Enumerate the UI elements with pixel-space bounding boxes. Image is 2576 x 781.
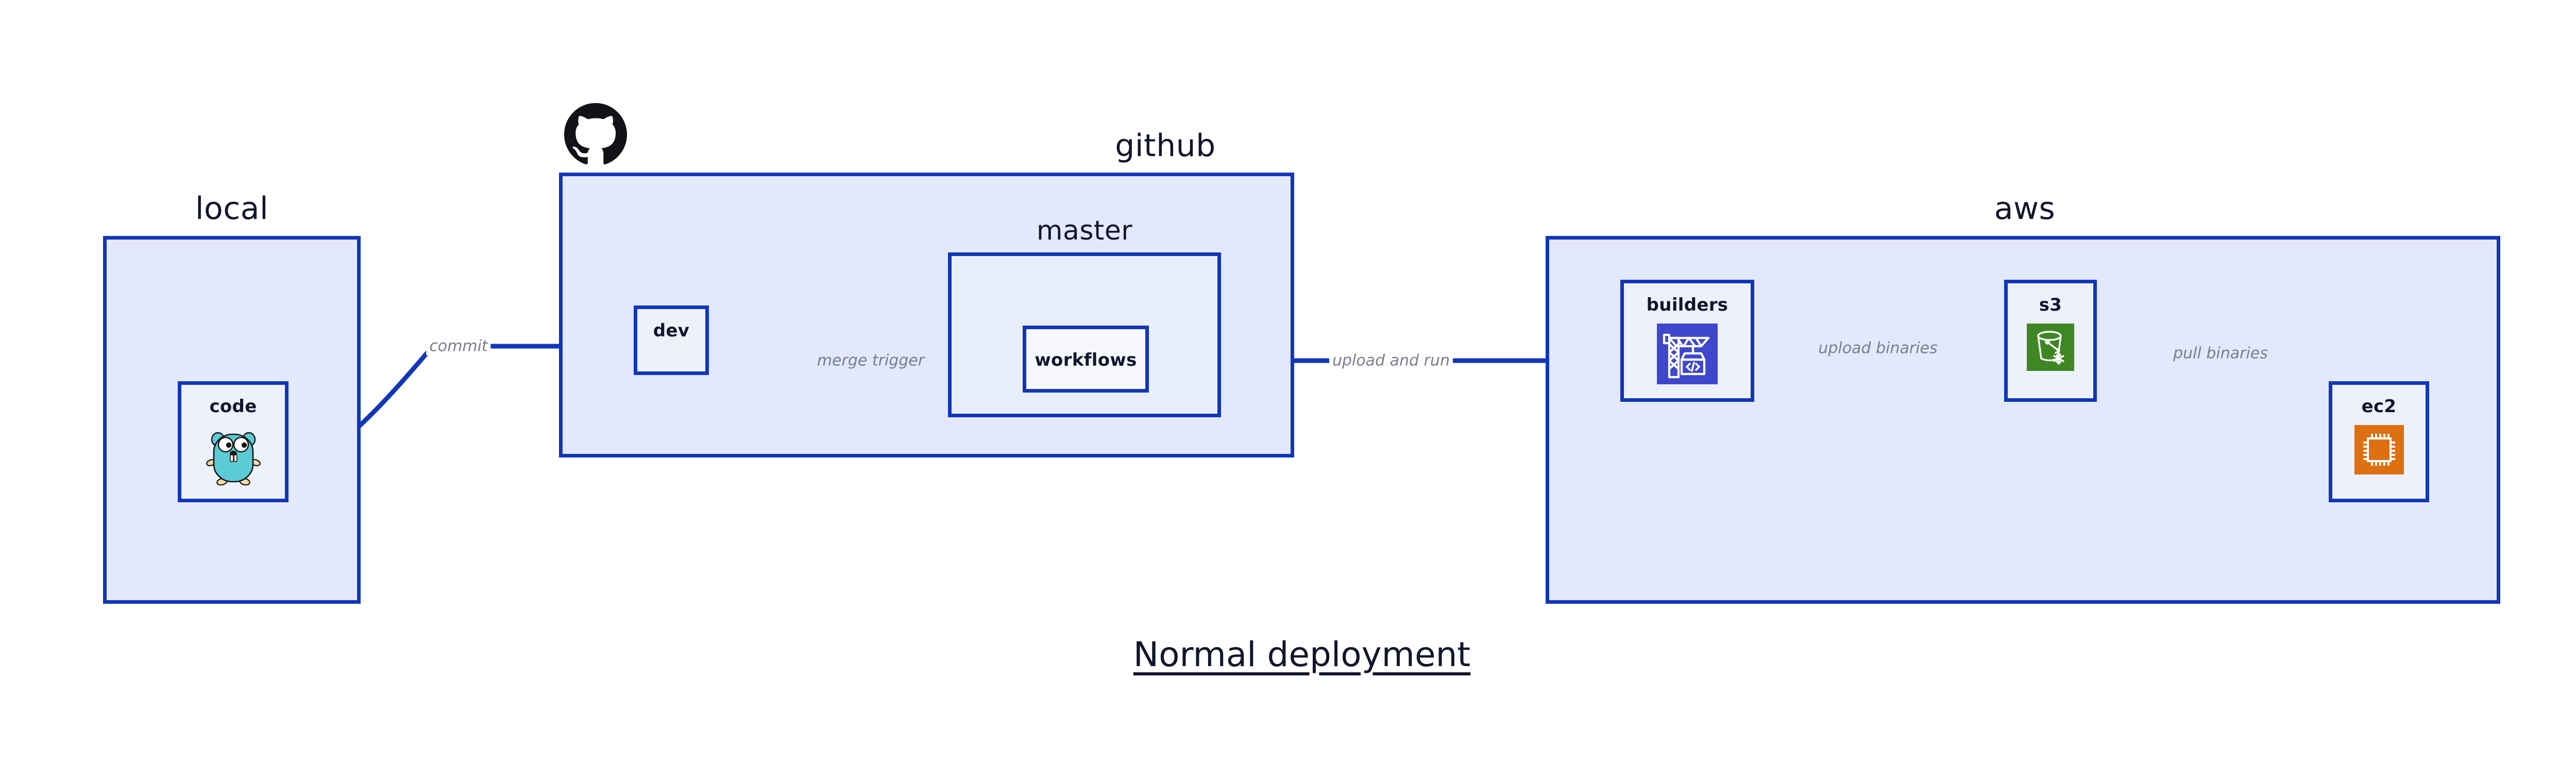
node-label-builders: builders [1646,295,1728,315]
edge-label-merge-trigger: merge trigger [814,351,928,370]
edge-label-pull-binaries: pull binaries [2170,344,2271,363]
node-workflows[interactable]: workflows [1023,326,1149,393]
github-octocat-icon [564,103,627,168]
node-label-s3: s3 [2039,295,2062,315]
edge-label-commit: commit [426,337,491,355]
node-builders[interactable]: builders [1620,280,1754,402]
node-label-dev: dev [653,320,690,341]
aws-ec2-icon [2354,425,2404,474]
edge-label-upload-binaries: upload binaries [1815,339,1941,358]
zone-label-github: github [1115,128,1216,164]
aws-codebuild-icon [1657,324,1718,384]
go-gopher-icon [206,425,261,486]
diagram-title: Normal deployment [1133,635,1471,674]
zone-label-aws: aws [1994,191,2056,227]
subzone-label-master: master [1036,215,1133,246]
node-code[interactable]: code [178,381,289,502]
aws-s3-icon [2027,324,2074,371]
node-label-workflows: workflows [1035,350,1137,370]
node-ec2[interactable]: ec2 [2329,381,2429,502]
node-dev[interactable]: dev [634,305,709,375]
edge-label-upload-and-run: upload and run [1329,351,1453,370]
zone-label-local: local [195,191,269,227]
node-s3[interactable]: s3 [2004,280,2097,402]
node-label-code: code [209,396,257,417]
node-label-ec2: ec2 [2361,396,2397,417]
